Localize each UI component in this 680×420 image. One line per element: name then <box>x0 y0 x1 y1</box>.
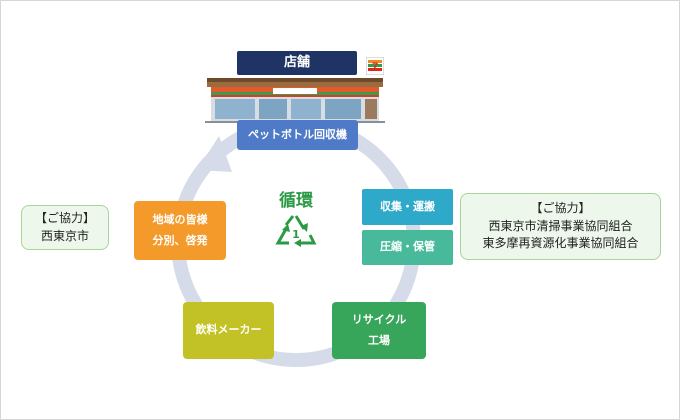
store-label: 店舗 <box>237 51 357 75</box>
compression-storage-step: 圧縮・保管 <box>362 230 453 265</box>
cycle-title: 循環 <box>279 191 313 211</box>
recycling-plant-step: リサイクル 工場 <box>332 302 426 359</box>
pet-bottle-collection-machine: ペットボトル回収機 <box>237 120 358 150</box>
store-building-icon <box>205 78 385 123</box>
cooperation-line-left-1: 西東京市 <box>40 228 89 243</box>
local-residents-step: 地域の皆様 分別、啓発 <box>134 201 226 260</box>
recycling-symbol-icon: 1 <box>275 215 317 247</box>
cooperation-line-right-2: 東多摩再資源化事業協同組合 <box>482 236 639 251</box>
seven-eleven-logo-icon: 7 <box>366 57 384 75</box>
recycling-symbol-number: 1 <box>292 228 300 241</box>
local-residents-line-1: 地域の皆様 <box>152 212 208 226</box>
cooperation-heading-left: 【ご協力】 <box>34 211 95 226</box>
cooperation-box-right: 【ご協力】 西東京市清掃事業協同組合 東多摩再資源化事業協同組合 <box>460 193 661 260</box>
cycle-arrowhead <box>197 136 232 172</box>
cooperation-line-right-1: 西東京市清掃事業協同組合 <box>488 218 633 233</box>
recycling-plant-line-2: 工場 <box>367 333 390 347</box>
logo-sign-text: 7 <box>372 61 378 73</box>
beverage-maker-step: 飲料メーカー <box>183 302 274 359</box>
cooperation-heading-right: 【ご協力】 <box>530 201 591 216</box>
cooperation-box-left: 【ご協力】 西東京市 <box>21 205 109 250</box>
recycling-plant-line-1: リサイクル <box>351 312 407 326</box>
collection-transport-step: 収集・運搬 <box>362 189 453 225</box>
local-residents-line-2: 分別、啓発 <box>152 233 208 247</box>
